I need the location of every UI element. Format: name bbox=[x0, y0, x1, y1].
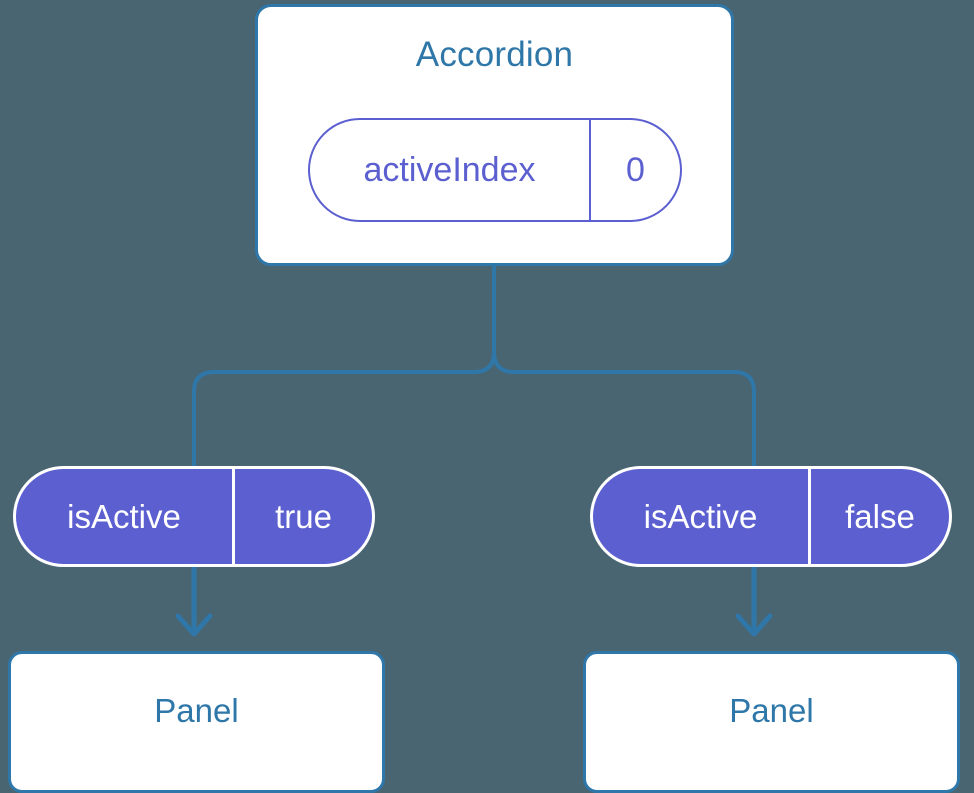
prop-value-activeindex: 0 bbox=[626, 150, 645, 189]
prop-pill-activeindex[interactable]: activeIndex 0 bbox=[308, 118, 682, 222]
prop-value-isactive-left: true bbox=[275, 497, 332, 535]
arrow-down-icon-right bbox=[735, 567, 773, 637]
diagram-canvas: Accordion activeIndex 0 isActive true is… bbox=[8, 4, 960, 793]
arrow-down-icon-left bbox=[175, 567, 213, 637]
component-card-panel-left[interactable]: Panel bbox=[8, 651, 385, 793]
prop-key-isactive-left: isActive bbox=[16, 469, 235, 564]
prop-key-activeindex: activeIndex bbox=[310, 120, 591, 220]
component-title-panel-left: Panel bbox=[154, 692, 239, 729]
component-title-accordion: Accordion bbox=[415, 35, 574, 74]
branch-right-line bbox=[492, 350, 756, 468]
component-card-panel-right[interactable]: Panel bbox=[583, 651, 960, 793]
prop-key-isactive-right: isActive bbox=[593, 469, 811, 564]
branch-left-line bbox=[192, 350, 496, 468]
prop-value-isactive-right: false bbox=[845, 497, 915, 535]
component-title-panel-right: Panel bbox=[729, 692, 814, 729]
prop-pill-isactive-true[interactable]: isActive true bbox=[13, 466, 375, 567]
prop-pill-isactive-false[interactable]: isActive false bbox=[590, 466, 952, 567]
